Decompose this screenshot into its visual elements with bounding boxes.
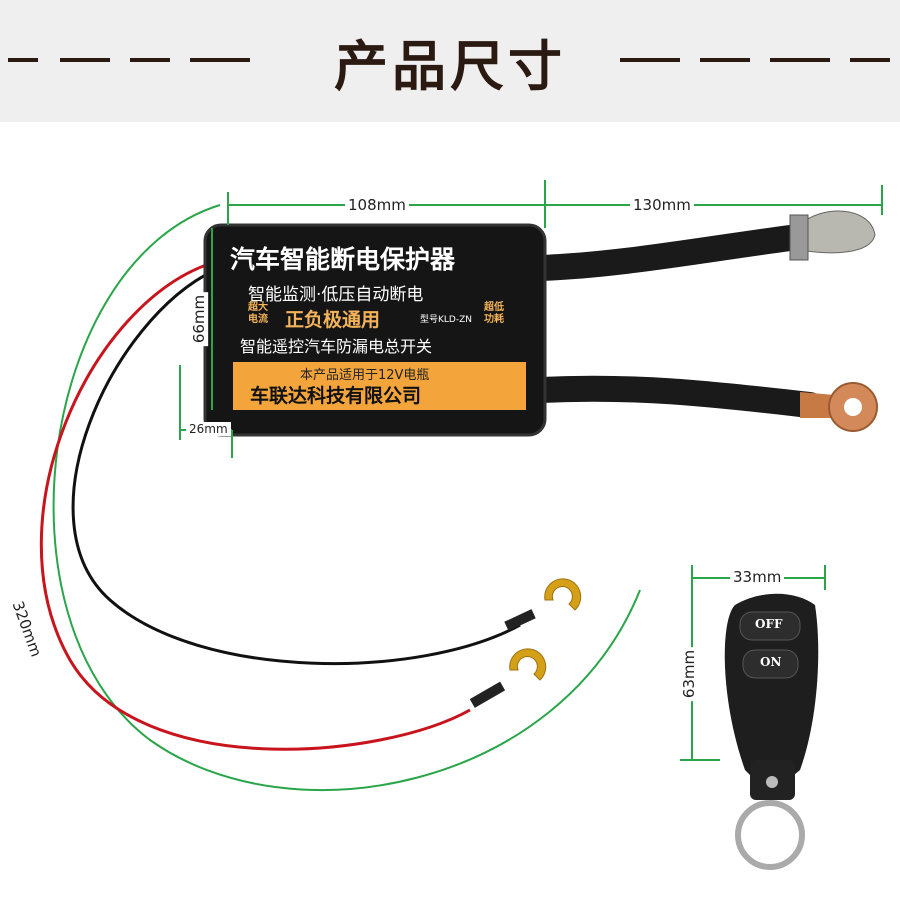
- device-name: 汽车智能断电保护器: [230, 245, 456, 274]
- device-feature: 智能监测·低压自动断电: [248, 285, 424, 305]
- left-badge-line: 超大: [248, 302, 268, 313]
- remote-control: [724, 593, 819, 870]
- black-wire: [71, 268, 521, 666]
- left-badge-line: 电流: [248, 314, 268, 325]
- divider: [60, 58, 110, 62]
- dimension-height: 66mm: [190, 291, 209, 347]
- header-band: 产品尺寸: [0, 0, 900, 122]
- dimension-cable-length: 130mm: [630, 196, 694, 214]
- battery-note: 本产品适用于12V电瓶: [300, 368, 430, 383]
- remote-off-button[interactable]: OFF: [755, 617, 783, 631]
- dimension-remote-height: 63mm: [680, 646, 699, 702]
- red-wire: [39, 260, 471, 751]
- divider: [130, 58, 170, 62]
- divider: [850, 58, 890, 62]
- polarity-label: 正负极通用: [285, 309, 381, 331]
- right-badge-line: 功耗: [484, 314, 504, 325]
- company-name: 车联达科技有限公司: [250, 385, 422, 407]
- dimension-remote-width: 33mm: [730, 568, 785, 586]
- device-description: 智能遥控汽车防漏电总开关: [240, 337, 433, 356]
- negative-cable: [527, 375, 823, 418]
- dimension-depth: 26mm: [186, 422, 231, 436]
- positive-cable: [527, 225, 803, 281]
- divider: [190, 58, 250, 62]
- ring-terminal-icon: [800, 382, 878, 432]
- right-badge: 超低功耗: [484, 302, 504, 326]
- divider: [620, 58, 680, 62]
- fork-terminal-icon: [504, 578, 582, 631]
- left-badge: 超大电流: [248, 302, 268, 326]
- divider: [770, 58, 830, 62]
- model-label: 型号KLD-ZN: [420, 315, 472, 325]
- right-badge-line: 超低: [484, 302, 504, 313]
- page-title: 产品尺寸: [334, 35, 566, 98]
- device-orange-band: [233, 362, 526, 410]
- divider: [700, 58, 750, 62]
- fork-terminal-icon: [469, 648, 547, 708]
- wire-length-arc: [52, 204, 641, 791]
- dimension-length: 108mm: [345, 196, 409, 214]
- remote-on-button[interactable]: ON: [760, 655, 782, 669]
- battery-clamp-icon: [789, 210, 876, 261]
- divider: [8, 58, 38, 62]
